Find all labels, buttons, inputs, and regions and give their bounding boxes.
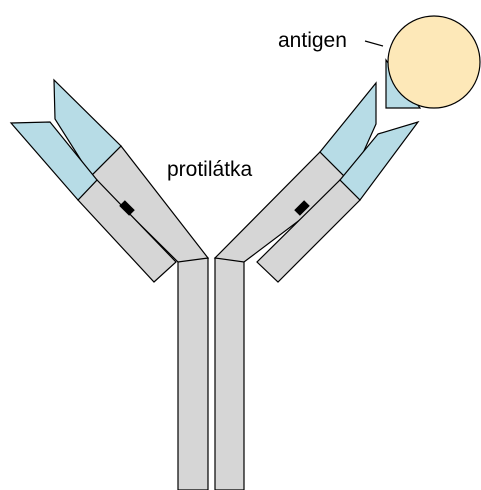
antigen-label: antigen bbox=[278, 30, 347, 51]
heavy-chain-stem-right bbox=[215, 258, 244, 490]
antibody-label: protilátka bbox=[167, 159, 252, 180]
heavy-chain-stem-left bbox=[178, 258, 208, 490]
antigen-leader-line bbox=[365, 41, 383, 46]
antigen-circle bbox=[388, 16, 480, 108]
